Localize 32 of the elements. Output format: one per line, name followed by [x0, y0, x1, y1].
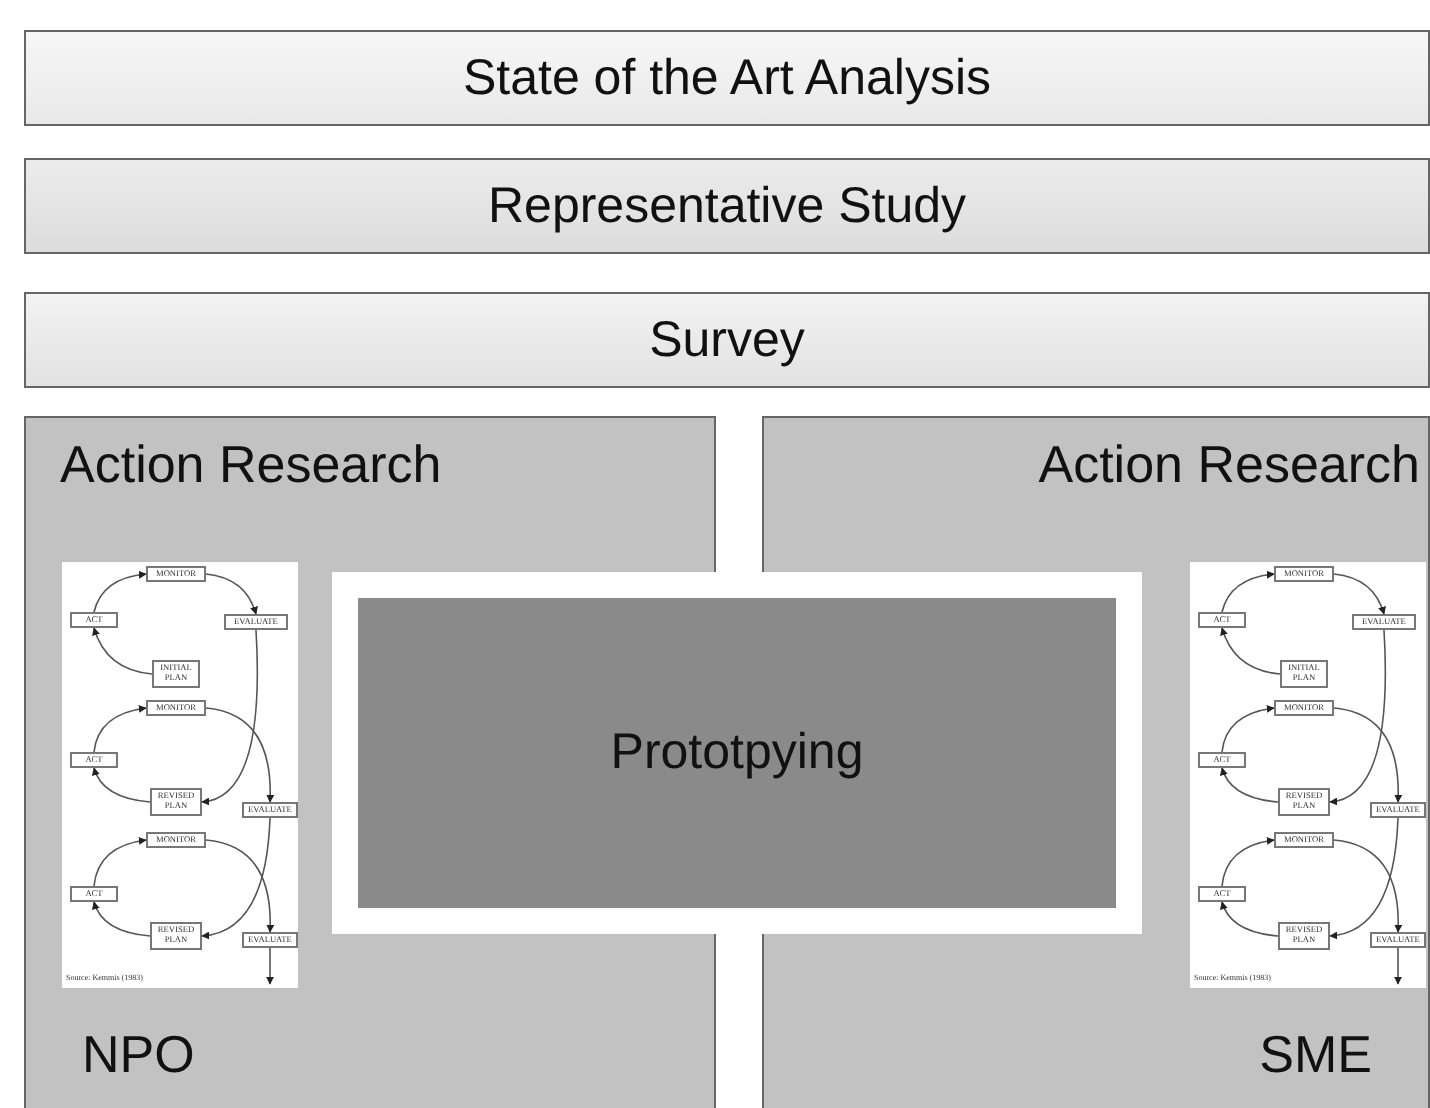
- arrow: [1220, 767, 1279, 803]
- arrow: [1220, 901, 1279, 937]
- arrow: [1333, 707, 1403, 803]
- arrow: [1333, 573, 1386, 615]
- arrow: [1394, 947, 1402, 985]
- process-box: Prototpying: [332, 572, 1142, 934]
- panel-label: SME: [1259, 1024, 1372, 1086]
- arrow: [201, 817, 271, 939]
- stage-bar: State of the Art Analysis: [24, 30, 1430, 126]
- arrow: [93, 705, 147, 753]
- panel-heading: Action Research: [1038, 434, 1420, 496]
- arrow: [92, 767, 151, 803]
- arrow: [205, 573, 258, 615]
- arrow: [201, 629, 259, 805]
- arrow: [1220, 627, 1281, 675]
- panel-heading: Action Research: [60, 434, 442, 496]
- arrow: [1221, 570, 1275, 613]
- arrow: [1221, 837, 1275, 887]
- stage-bar: Survey: [24, 292, 1430, 388]
- arrow: [1221, 705, 1275, 753]
- arrow: [1329, 817, 1399, 939]
- panel-label: NPO: [82, 1024, 195, 1086]
- arrow: [92, 901, 151, 937]
- arrow: [205, 839, 275, 933]
- arrow: [205, 707, 275, 803]
- arrow: [1329, 629, 1387, 805]
- arrow: [1333, 839, 1403, 933]
- stage-bar: Representative Study: [24, 158, 1430, 254]
- arrow: [93, 837, 147, 887]
- arrow: [266, 947, 274, 985]
- arrow: [92, 627, 153, 675]
- arrow: [93, 570, 147, 613]
